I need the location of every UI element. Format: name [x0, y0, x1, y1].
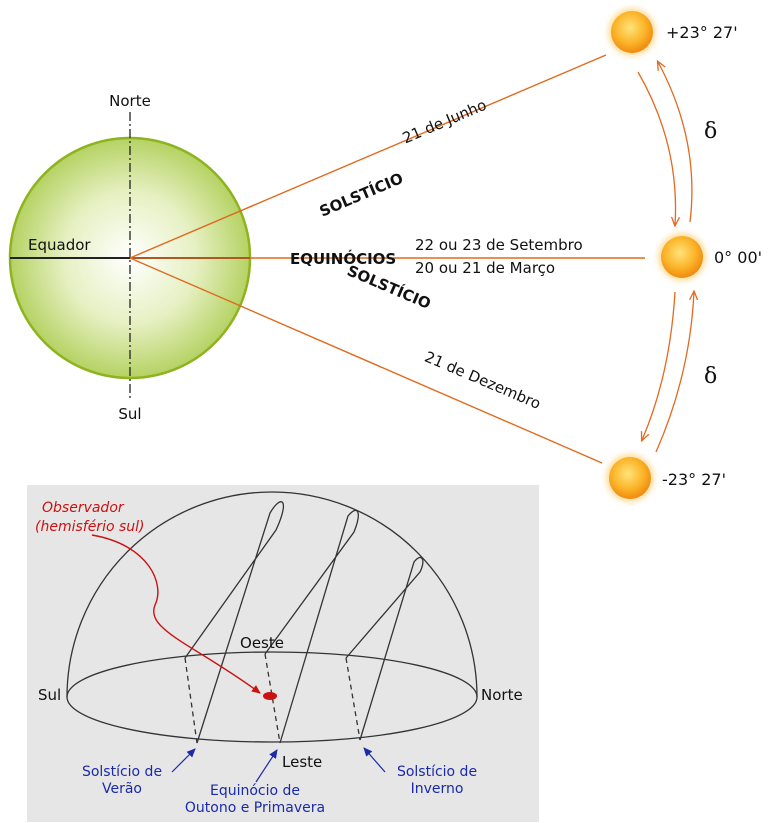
north-label: Norte [109, 92, 151, 110]
observer-marker [263, 692, 277, 700]
south-label-dome: Sul [38, 686, 61, 704]
horizon-ellipse [66, 651, 478, 743]
sun-bottom-icon [609, 457, 651, 499]
west-label: Oeste [240, 634, 284, 652]
east-label: Leste [282, 753, 322, 771]
sun-rays [129, 54, 645, 464]
arrow-up-upper [658, 62, 693, 223]
solstice-december-date: 21 de Dezembro [422, 348, 544, 413]
pointer-arrows [171, 747, 386, 783]
solstice-june-label: SOLSTÍCIO [316, 168, 405, 220]
sun-top-icon [611, 11, 653, 53]
sky-dome-panel [27, 485, 539, 822]
winter-solstice-label-1: Solstício de [397, 764, 477, 780]
arrow-down-lower [642, 291, 676, 440]
equator-label: Equador [28, 236, 91, 254]
south-label: Sul [118, 405, 141, 423]
winter-solstice-hidden [345, 657, 361, 741]
delta-label-upper: δ [704, 119, 717, 144]
summer-solstice-label-1: Solstício de [82, 764, 162, 780]
suns [606, 8, 706, 502]
summer-solstice-path [184, 501, 284, 744]
solstice-june-date: 21 de Junho [400, 96, 489, 148]
north-label-dome: Norte [481, 686, 523, 704]
equinox-label: EQUINÓCIOS [290, 249, 396, 268]
delta-label-lower: δ [704, 364, 717, 389]
equinox-date-1: 22 ou 23 de Setembro [415, 236, 583, 254]
equinox-pointer [255, 749, 278, 783]
equinox-path [264, 509, 359, 744]
winter-pointer [363, 747, 386, 773]
dome-arc [66, 491, 478, 698]
equinox-label-2: Outono e Primavera [185, 800, 325, 816]
sun-top-label: +23° 27' [666, 23, 738, 42]
observer-pointer [91, 534, 261, 694]
ray-june [129, 54, 607, 259]
winter-solstice-label-2: Inverno [411, 781, 464, 797]
summer-pointer [171, 748, 196, 773]
ray-december [129, 257, 603, 464]
equinox-label-1: Equinócio de [210, 783, 300, 799]
equinox-date-2: 20 ou 21 de Março [415, 259, 555, 277]
summer-solstice-label-2: Verão [102, 781, 142, 797]
arrow-down-upper [637, 71, 676, 225]
winter-solstice-path [345, 556, 424, 741]
observer-label-2: (hemisfério sul) [35, 519, 145, 535]
arrow-up-lower [655, 292, 694, 453]
sun-bottom-label: -23° 27' [662, 470, 726, 489]
solstice-june-labels: SOLSTÍCIO 21 de Junho [316, 96, 489, 221]
declination-arrows [637, 62, 694, 453]
solstice-december-labels: SOLSTÍCIO 21 de Dezembro [344, 261, 544, 413]
sun-middle-icon [661, 236, 703, 278]
sun-middle-label: 0° 00' [714, 248, 762, 267]
observer-label-1: Observador [42, 500, 125, 516]
